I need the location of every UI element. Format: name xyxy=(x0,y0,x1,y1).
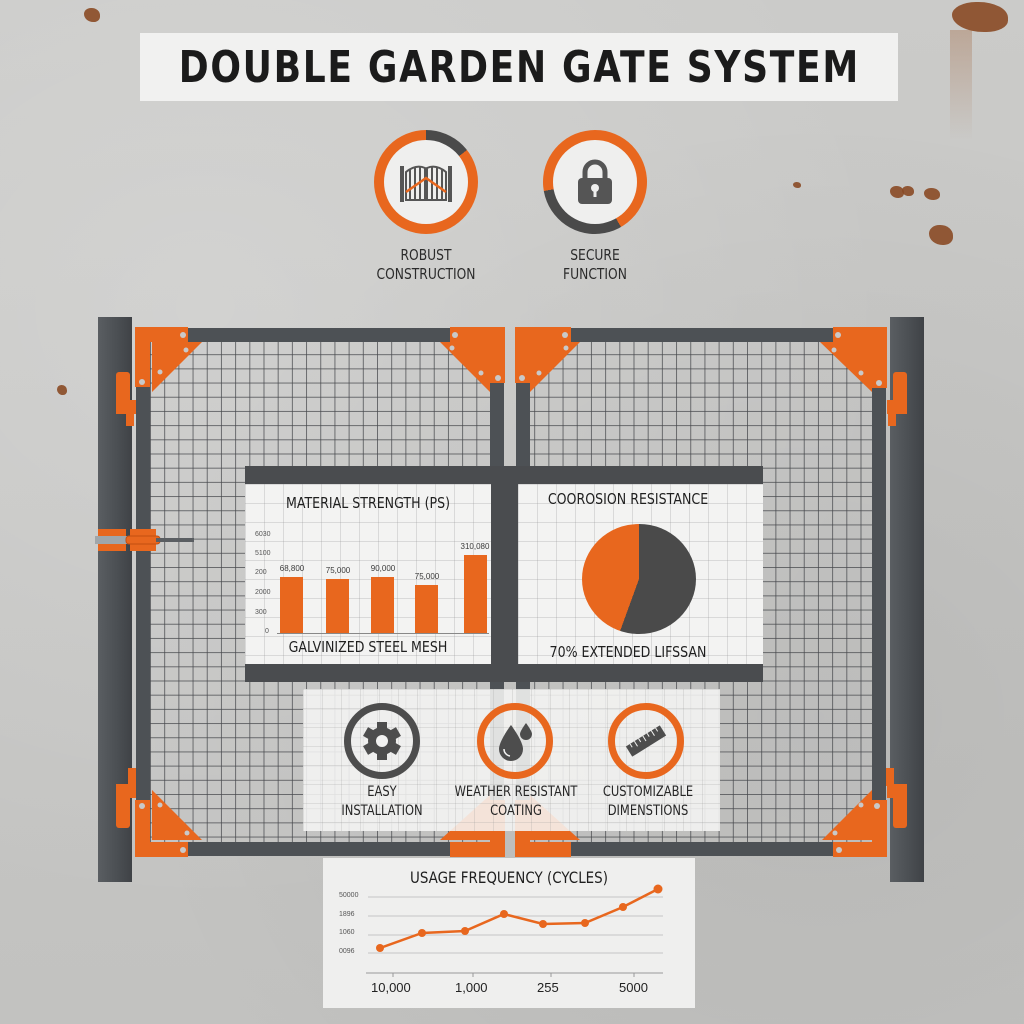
title-banner: DOUBLE GARDEN GATE SYSTEM xyxy=(140,33,898,101)
bracket-bolts xyxy=(139,332,882,853)
bar-1 xyxy=(280,577,303,633)
x-axis xyxy=(277,633,489,634)
gear-icon xyxy=(363,722,401,760)
corrosion-pie xyxy=(582,524,696,634)
y-tick: 1060 xyxy=(339,929,355,936)
bar-2 xyxy=(326,579,349,633)
ruler-icon xyxy=(625,725,667,757)
robust-construction-badge xyxy=(374,130,478,234)
rust-spot xyxy=(952,2,1008,32)
water-drop-icon xyxy=(499,723,532,761)
rust-spot xyxy=(924,188,940,200)
customizable-dimensions-badge xyxy=(608,703,684,779)
chart-title: COOROSION RESISTANCE xyxy=(547,490,709,508)
bar-value-label: 310,080 xyxy=(460,542,490,551)
gate-icon xyxy=(400,165,452,202)
y-tick: 2000 xyxy=(255,589,271,596)
usage-line-chart xyxy=(366,884,663,977)
secure-function-badge xyxy=(538,125,652,239)
y-tick: 5100 xyxy=(255,550,271,557)
padlock-icon xyxy=(578,159,612,204)
corrosion-panel: COOROSION RESISTANCE 70% EXTENDED LIFSSA… xyxy=(518,484,763,664)
left-leaf-hinge-stile xyxy=(136,328,150,856)
weather-resistant-badge xyxy=(477,703,553,779)
bar-value-label: 75,000 xyxy=(414,572,440,581)
rust-spot xyxy=(84,8,100,22)
chart-caption: 70% EXTENDED LIFSSAN xyxy=(549,643,707,661)
x-tick: 5000 xyxy=(619,980,648,995)
y-tick: 6030 xyxy=(255,531,271,538)
y-tick: 300 xyxy=(255,609,267,616)
left-leaf-bottom-rail xyxy=(138,842,504,856)
bar-value-label: 68,800 xyxy=(279,564,305,573)
right-leaf-bottom-rail xyxy=(516,842,886,856)
usage-frequency-panel: USAGE FREQUENCY (CYCLES) 50000 1896 1060… xyxy=(323,858,695,1008)
y-tick: 0096 xyxy=(339,948,355,955)
hinges xyxy=(116,372,907,828)
bar-4 xyxy=(415,585,438,633)
bar-value-label: 75,000 xyxy=(325,566,351,575)
rust-spot xyxy=(793,182,801,188)
y-tick: 0 xyxy=(265,628,269,635)
left-leaf-top-rail xyxy=(138,328,504,342)
y-tick: 200 xyxy=(255,569,267,576)
right-leaf-top-rail xyxy=(516,328,886,342)
rust-spot xyxy=(929,225,953,245)
rust-spot xyxy=(902,186,914,196)
y-tick: 50000 xyxy=(339,892,359,899)
x-tick: 10,000 xyxy=(371,980,411,995)
y-tick: 1896 xyxy=(339,911,355,918)
material-strength-panel: MATERIAL STRENGTH (PS) 6030 5100 200 200… xyxy=(245,484,491,664)
chart-xlabel: GALVINIZED STEEL MESH xyxy=(288,638,448,656)
rust-spot xyxy=(890,186,904,198)
latch-bolt xyxy=(95,529,194,551)
bar-3 xyxy=(371,577,394,633)
bar-value-label: 90,000 xyxy=(370,564,396,573)
page-title: DOUBLE GARDEN GATE SYSTEM xyxy=(178,41,860,93)
rust-spot xyxy=(57,385,67,395)
x-tick: 255 xyxy=(537,980,559,995)
chart-title: USAGE FREQUENCY (CYCLES) xyxy=(410,868,608,887)
chart-title: MATERIAL STRENGTH (PS) xyxy=(285,494,451,512)
right-leaf-hinge-stile xyxy=(872,328,886,856)
rust-streak xyxy=(950,30,972,140)
x-tick: 1,000 xyxy=(455,980,488,995)
bar-5 xyxy=(464,555,487,633)
easy-installation-badge xyxy=(344,703,420,779)
